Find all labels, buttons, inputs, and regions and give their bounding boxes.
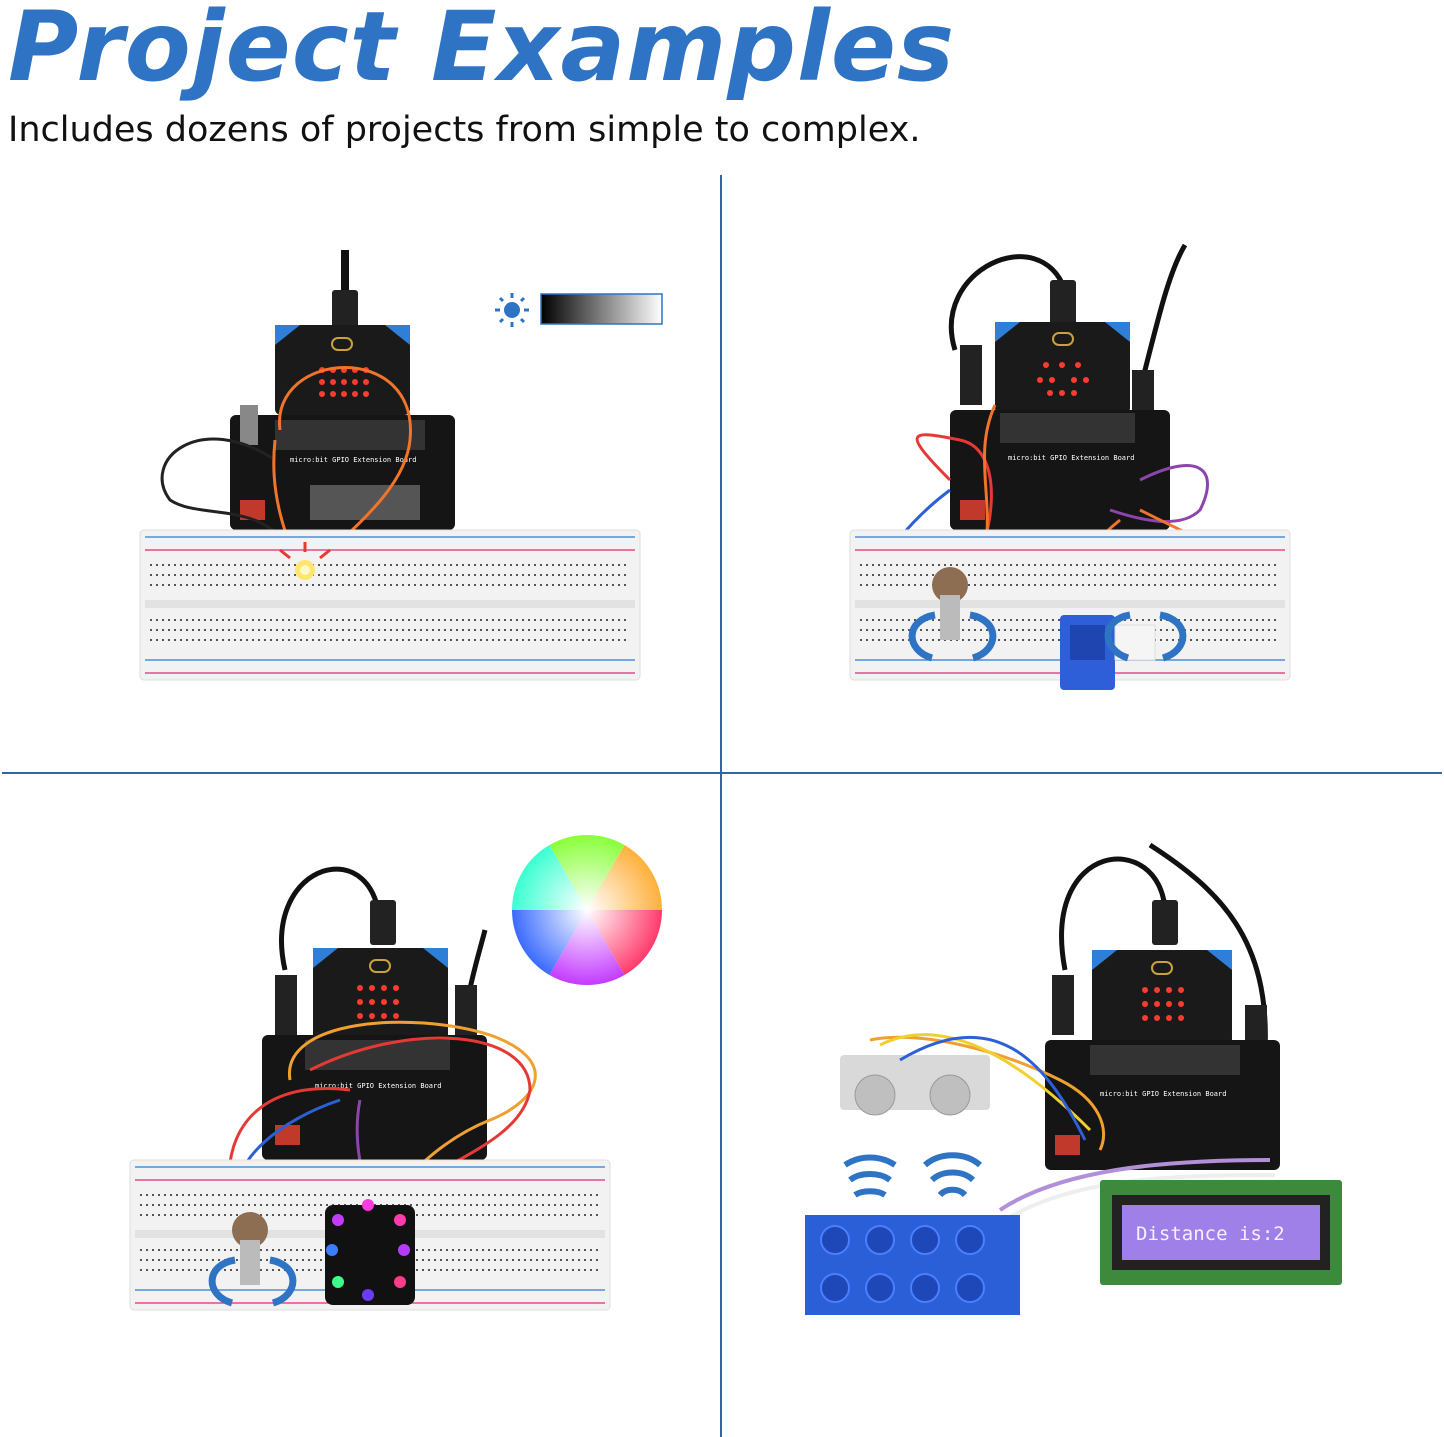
panel-led-brightness: micro:bit GPIO Extension Board: [139, 250, 663, 681]
sound-wave-icon: [843, 1152, 982, 1198]
microbit-board: [275, 325, 410, 415]
sun-icon: [495, 293, 529, 327]
panel-rgb-ring: micro:bit GPIO Extension Board: [129, 834, 662, 1311]
rgb-led-ring: [325, 1199, 415, 1305]
page-title: Project Examples: [8, 0, 956, 103]
board-label: micro:bit GPIO Extension Board: [1008, 454, 1134, 462]
board-label: micro:bit GPIO Extension Board: [315, 1082, 441, 1090]
gpio-extension-board: micro:bit GPIO Extension Board: [950, 410, 1170, 530]
servo-motor: [1060, 615, 1156, 690]
microbit-board: [313, 948, 448, 1040]
lcd-display: Distance is:2: [1100, 1180, 1342, 1285]
grid-divider-vertical: [720, 175, 722, 1437]
page-subtitle: Includes dozens of projects from simple …: [8, 110, 921, 150]
grid-divider-horizontal: [2, 772, 1442, 774]
rotation-arrows-icon: [908, 611, 1187, 662]
panel-ultrasonic-lcd: micro:bit GPIO Extension Board Distance …: [805, 842, 1342, 1315]
panel-servo-potentiometer: micro:bit GPIO Extension Board: [849, 243, 1291, 690]
potentiometer: [232, 1212, 268, 1285]
lcd-text: Distance is:2: [1136, 1223, 1285, 1245]
blue-brick: [805, 1215, 1020, 1315]
rotation-arrows-icon: [208, 1256, 297, 1307]
board-label: micro:bit GPIO Extension Board: [290, 456, 416, 464]
potentiometer: [932, 567, 968, 640]
ultrasonic-sensor: [840, 1055, 990, 1116]
brightness-gradient: [540, 293, 663, 325]
board-label: micro:bit GPIO Extension Board: [1100, 1090, 1226, 1098]
breadboard: [139, 529, 641, 681]
color-wheel-icon: [511, 834, 662, 986]
microbit-board: [1092, 950, 1232, 1045]
gpio-extension-board: micro:bit GPIO Extension Board: [230, 405, 455, 530]
microbit-board: [995, 322, 1130, 414]
gpio-extension-board: micro:bit GPIO Extension Board: [1045, 1040, 1280, 1170]
